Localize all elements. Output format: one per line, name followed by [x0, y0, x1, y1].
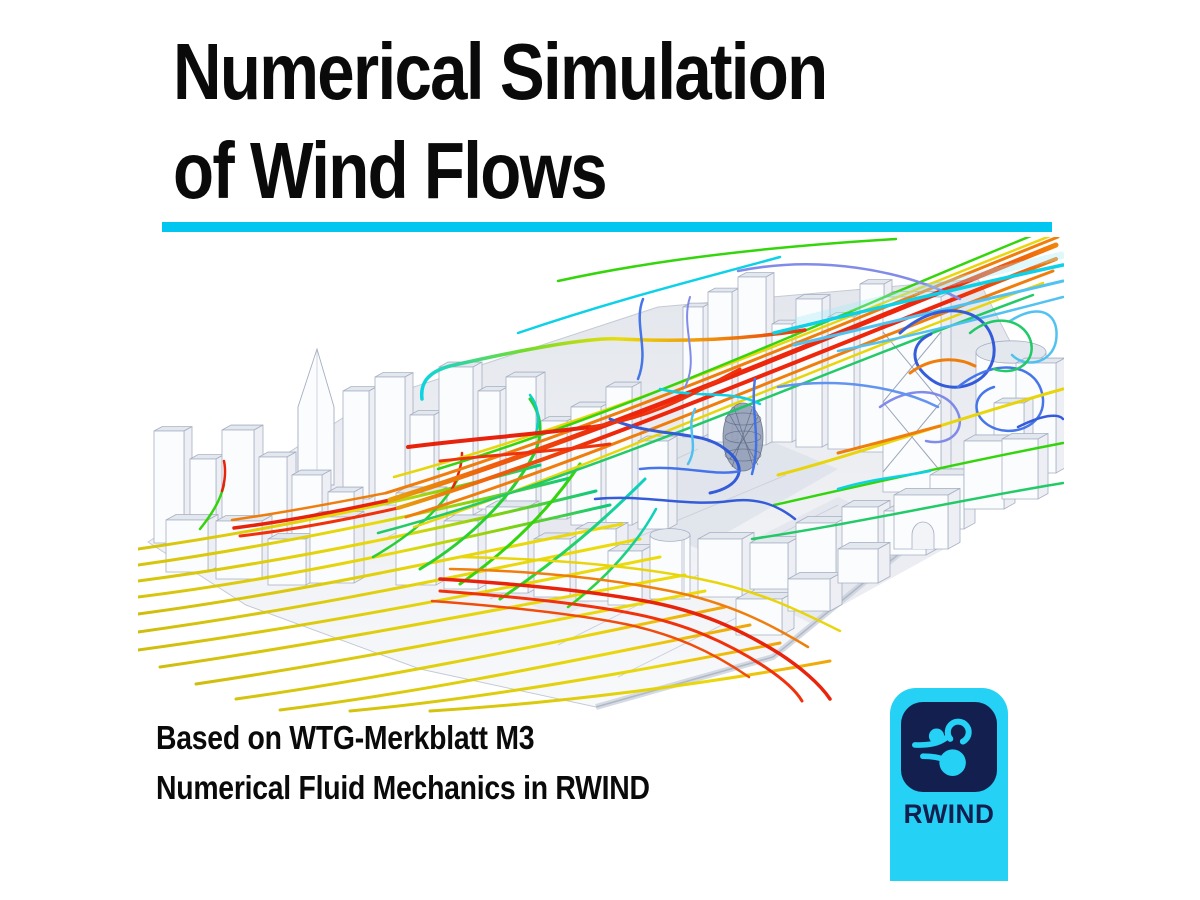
rwind-logo-label: RWIND: [903, 799, 995, 829]
wind-streamlines: [138, 237, 1064, 713]
title-line-1: Numerical Simulation: [173, 27, 828, 116]
caption: Based on WTG-Merkblatt M3 Numerical Flui…: [156, 713, 730, 813]
title-underline-rule: [162, 222, 1052, 232]
wind-simulation-figure: [138, 237, 1064, 713]
rwind-logo-tile: [901, 702, 997, 792]
city-wind-svg: [138, 237, 1064, 713]
rwind-logo-badge: RWIND: [890, 688, 1008, 881]
caption-line-1: Based on WTG-Merkblatt M3: [156, 719, 535, 756]
rwind-wind-icon: [912, 718, 972, 776]
title-line-2: of Wind Flows: [173, 126, 608, 215]
caption-line-2: Numerical Fluid Mechanics in RWIND: [156, 769, 650, 806]
page-title: Numerical Simulation of Wind Flows: [173, 22, 951, 220]
